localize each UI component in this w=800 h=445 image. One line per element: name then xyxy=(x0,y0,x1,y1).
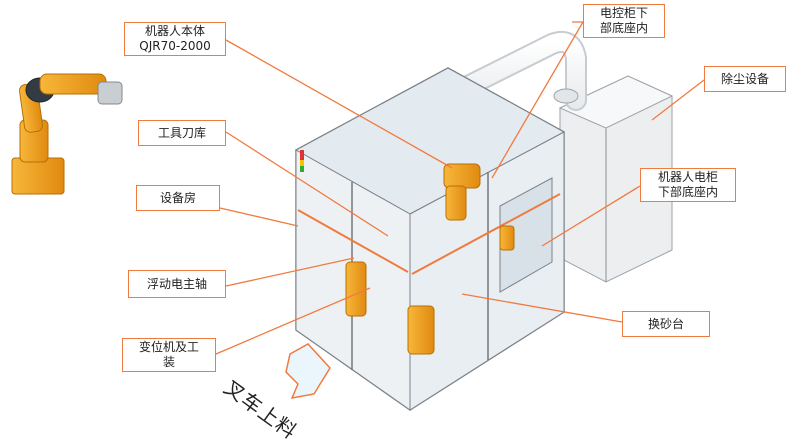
equipment-enclosure xyxy=(294,67,566,411)
inner-robot xyxy=(345,163,515,355)
callout-leaders xyxy=(215,21,705,355)
callout-robot-body-line1: 机器人本体 xyxy=(144,24,205,38)
callout-equipment-room: 设备房 xyxy=(136,185,220,211)
callout-positioner-line1: 变位机及工 xyxy=(138,340,199,354)
callout-positioner-line2: 装 xyxy=(162,355,175,369)
callout-robot-cabinet-line1: 机器人电柜 xyxy=(657,170,718,184)
loading-arrow-icon xyxy=(285,343,331,399)
callout-dust-collector: 除尘设备 xyxy=(704,66,786,92)
callout-control-cabinet: 电控柜下部底座内 xyxy=(583,4,665,38)
callout-robot-body-line2: QJR70-2000 xyxy=(139,39,211,53)
callout-control-cabinet-line1: 电控柜下 xyxy=(599,6,648,20)
callout-robot-cabinet: 机器人电柜下部底座内 xyxy=(640,168,736,202)
callout-sand-change-table: 换砂台 xyxy=(622,311,710,337)
callout-floating-spindle: 浮动电主轴 xyxy=(128,270,226,298)
robot-arm-illustration xyxy=(11,73,123,195)
callout-control-cabinet-line2: 部底座内 xyxy=(599,21,648,35)
callout-positioner: 变位机及工装 xyxy=(122,338,216,372)
dust-collector-unit xyxy=(558,75,674,283)
callout-robot-cabinet-line2: 下部底座内 xyxy=(657,185,718,199)
callout-tool-magazine: 工具刀库 xyxy=(138,120,226,146)
